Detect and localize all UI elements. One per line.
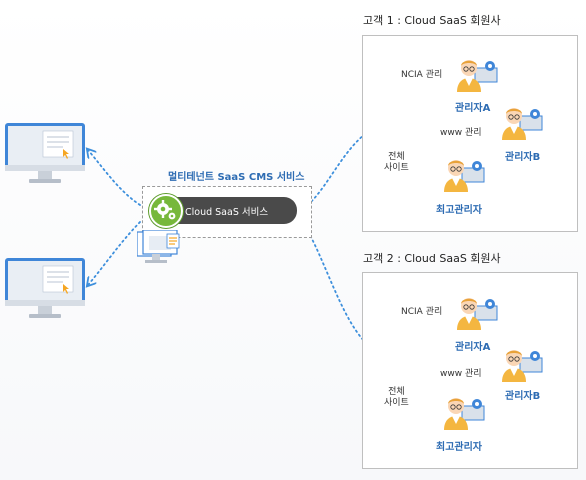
server-stack-icon [137,230,180,263]
c2-super-label: 최고관리자 [436,442,482,453]
admin-person-icon [457,298,498,330]
customer2-title: 고객 2 : Cloud SaaS 회원사 [363,252,501,265]
c2-all-sites-label: 전체 사이트 [384,387,409,409]
c2-all-sites-line1: 전체 [388,387,405,397]
c2-www-label: www 관리 [440,369,482,379]
admin-person-icon [444,160,485,192]
pill-label: Cloud SaaS 서비스 [185,207,269,218]
gear-icon [149,194,183,228]
link-service-to-monitor-bottom [88,221,141,285]
cloud-saas-service-pill[interactable]: Cloud SaaS 서비스 [149,194,297,228]
c2-all-sites-line2: 사이트 [384,398,409,408]
customer1-title: 고객 1 : Cloud SaaS 회원사 [363,14,501,27]
admin-person-icon [502,108,543,140]
service-title: 멀티테넌트 SaaS CMS 서비스 [168,172,305,183]
c1-all-sites-line1: 전체 [388,152,405,162]
c1-super-label: 최고관리자 [436,205,482,216]
admin-person-icon [444,398,485,430]
admin-person-icon [457,60,498,92]
link-service-to-monitor-top [88,150,141,206]
c1-all-sites-line2: 사이트 [384,163,409,173]
c2-admin-a-label: 관리자A [455,342,491,353]
monitor-icon [5,258,85,318]
c1-all-sites-label: 전체 사이트 [384,152,409,174]
c1-admin-b-label: 관리자B [505,152,541,163]
c1-ncia-label: NCIA 관리 [401,70,443,80]
c1-www-label: www 관리 [440,128,482,138]
monitor-icon [5,123,85,183]
c1-admin-a-label: 관리자A [455,103,491,114]
c2-ncia-label: NCIA 관리 [401,307,443,317]
admin-person-icon [502,350,543,382]
c2-admin-b-label: 관리자B [505,391,541,402]
